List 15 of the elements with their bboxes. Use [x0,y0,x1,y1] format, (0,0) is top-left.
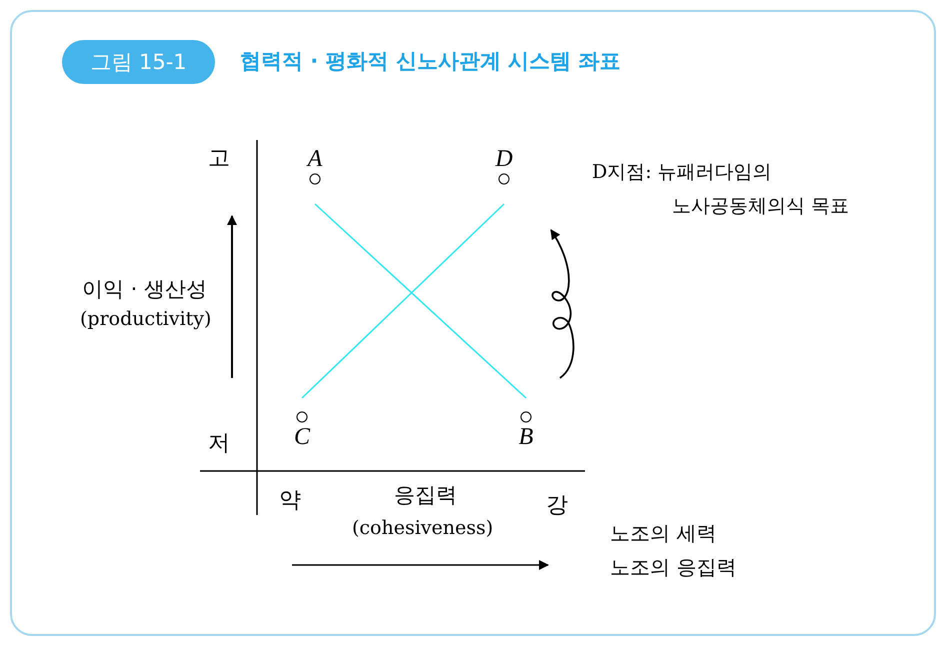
figure-title: 협력적 · 평화적 신노사관계 시스템 좌표 [240,48,621,75]
figure-number-badge: 그림 15-1 [62,40,215,84]
axis-title: 이익 · 생산성 [82,276,208,303]
axis-level-label: 강 [546,492,568,520]
axis-level-label: 약 [279,487,301,515]
connector-line [314,203,526,399]
legend-text: 노조의 응집력 [610,554,736,581]
note-text: D지점: 뉴패러다임의 노사공동체의식 목표 [592,160,850,219]
connector-line [301,203,505,399]
axis-subtitle: (cohesiveness) [352,517,494,539]
axis-subtitle: (productivity) [80,308,212,330]
axis-level-label: 저 [208,430,230,458]
axis-title: 응집력 [394,482,457,509]
axis-level-label: 고 [208,145,230,173]
legend-text: 노조의 세력 [610,520,716,547]
